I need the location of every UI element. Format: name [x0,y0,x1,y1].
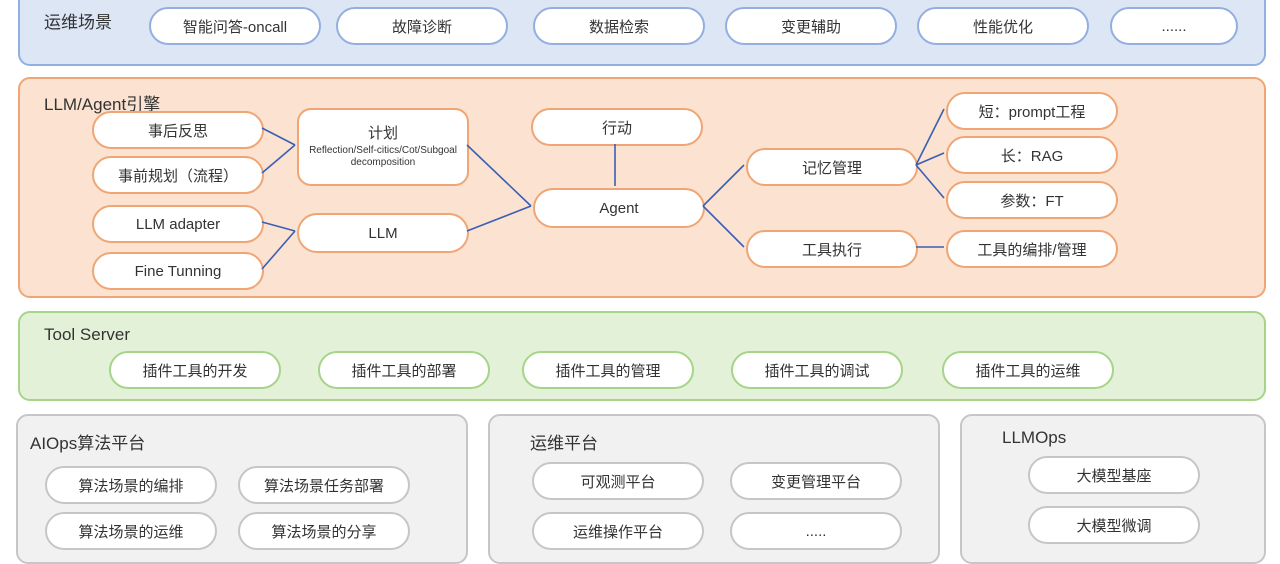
node-plan-subtitle: Reflection/Self-citics/Cot/Subgoal decom… [309,145,457,169]
node-short-memory: 短：prompt工程 [946,92,1118,130]
aiops-share: 算法场景的分享 [238,512,410,550]
aiops-orchestration: 算法场景的编排 [45,466,217,504]
aiops-title: AIOps算法平台 [30,434,146,453]
scene-perf-opt: 性能优化 [917,7,1089,45]
scene-diagnosis: 故障诊断 [336,7,508,45]
scene-change-assist: 变更辅助 [725,7,897,45]
tool-manage: 插件工具的管理 [522,351,694,389]
node-plan: 计划 Reflection/Self-citics/Cot/Subgoal de… [297,108,469,186]
node-tool-orchestration: 工具的编排/管理 [946,230,1118,268]
llmops-fine-tune: 大模型微调 [1028,506,1200,544]
node-llm-adapter: LLM adapter [92,205,264,243]
scene-panel-title: 运维场景 [44,13,112,32]
aiops-operations: 算法场景的运维 [45,512,217,550]
scene-oncall: 智能问答-oncall [149,7,321,45]
aiops-task-deploy: 算法场景任务部署 [238,466,410,504]
node-plan-title: 计划 [367,124,398,142]
engine-panel-title: LLM/Agent引擎 [44,95,161,114]
llmops-title: LLMOps [1002,428,1067,447]
ops-observability: 可观测平台 [532,462,704,500]
aiops-panel: AIOps算法平台 算法场景的编排 算法场景任务部署 算法场景的运维 算法场景的… [16,414,468,564]
tool-server-panel: Tool Server 插件工具的开发 插件工具的部署 插件工具的管理 插件工具… [18,311,1266,401]
llmops-panel: LLMOps 大模型基座 大模型微调 [960,414,1266,564]
ops-more: ..... [730,512,902,550]
llmops-base-model: 大模型基座 [1028,456,1200,494]
node-llm: LLM [297,213,469,253]
tool-server-title: Tool Server [44,325,130,344]
scene-data-search: 数据检索 [533,7,705,45]
engine-panel: LLM/Agent引擎 事后反思 事前规划（流程） LLM adapter Fi… [18,77,1266,298]
node-param-memory: 参数：FT [946,181,1118,219]
node-preplan: 事前规划（流程） [92,156,264,194]
node-action: 行动 [531,108,703,146]
node-memory: 记忆管理 [746,148,918,186]
node-tool-exec: 工具执行 [746,230,918,268]
tool-debug: 插件工具的调试 [731,351,903,389]
tool-operate: 插件工具的运维 [942,351,1114,389]
node-agent: Agent [533,188,705,228]
node-reflection: 事后反思 [92,111,264,149]
node-long-memory: 长：RAG [946,136,1118,174]
tool-develop: 插件工具的开发 [109,351,281,389]
tool-deploy: 插件工具的部署 [318,351,490,389]
ops-operation-platform: 运维操作平台 [532,512,704,550]
ops-platform-title: 运维平台 [530,434,598,453]
node-fine-tuning: Fine Tunning [92,252,264,290]
scene-more: ...... [1110,7,1238,45]
ops-change-mgmt: 变更管理平台 [730,462,902,500]
scene-panel: 运维场景 智能问答-oncall 故障诊断 数据检索 变更辅助 性能优化 ...… [18,0,1266,66]
ops-platform-panel: 运维平台 可观测平台 变更管理平台 运维操作平台 ..... [488,414,940,564]
